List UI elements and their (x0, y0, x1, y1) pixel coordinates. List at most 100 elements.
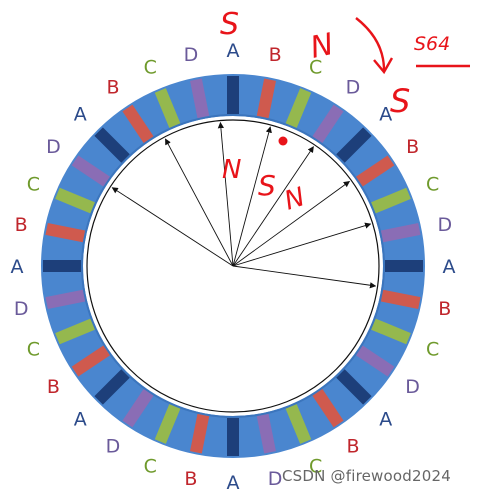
stator-slot (190, 413, 210, 454)
slot-bar-b (122, 104, 154, 143)
slot-bar-a (385, 260, 423, 272)
slot-label-c: C (426, 173, 439, 195)
slot-label-b: B (346, 436, 359, 458)
slot-label-a: A (227, 472, 240, 494)
slot-bar-c (285, 88, 312, 128)
slot-bar-d (71, 155, 110, 187)
stator-slot (371, 187, 411, 214)
slot-label-c: C (309, 456, 322, 478)
rotor-arrows (86, 119, 380, 413)
rotor-arrow (232, 222, 372, 267)
slot-label-a: A (227, 40, 240, 62)
slot-label-b: B (106, 76, 119, 98)
slot-bar-c (154, 404, 181, 444)
stator-slot (122, 389, 154, 428)
annotation-top-right: S64 (414, 33, 450, 55)
slot-bar-d (45, 289, 86, 309)
slot-bar-d (356, 345, 395, 377)
stator-slot (227, 418, 239, 456)
stator-slot (45, 223, 86, 243)
slot-bar-b (380, 289, 421, 309)
rotor-arrow (111, 187, 234, 267)
stator-slot (380, 289, 421, 309)
stator-slot (385, 260, 423, 272)
slot-label-d: D (46, 136, 61, 158)
slot-label-a: A (74, 103, 87, 125)
slot-bar-c (285, 404, 312, 444)
slot-label-d: D (184, 44, 199, 66)
slot-bar-a (227, 418, 239, 456)
stator-slot (190, 78, 210, 119)
stator-slot (285, 88, 312, 128)
slot-label-b: B (438, 298, 451, 320)
slot-label-a: A (11, 256, 24, 278)
slot-bar-a (94, 127, 130, 163)
stator-slot (336, 127, 372, 163)
slot-bar-d (380, 223, 421, 243)
slot-label-c: C (27, 173, 40, 195)
slot-label-b: B (15, 214, 28, 236)
slot-bar-c (55, 187, 95, 214)
stator-slot (94, 369, 130, 405)
rotor-arrow (217, 121, 234, 267)
stator-slot (71, 345, 110, 377)
slot-bar-b (190, 413, 210, 454)
slot-label-c: C (27, 339, 40, 361)
stator-slot (312, 389, 344, 428)
slot-label-c: C (144, 56, 157, 78)
slot-bar-a (336, 127, 372, 163)
stator-ring-inner-edge (81, 114, 385, 418)
stator-slots (43, 76, 423, 456)
stator-slot (122, 104, 154, 143)
stator-slot (71, 155, 110, 187)
handwritten-annotations: S N S S64 N S N (220, 7, 470, 217)
stator-slot (256, 78, 276, 119)
slot-label-c: C (426, 339, 439, 361)
stator-slot (371, 318, 411, 345)
slot-label-d: D (106, 436, 121, 458)
slot-bar-c (154, 88, 181, 128)
slot-label-a: A (379, 409, 392, 431)
slot-bar-c (371, 187, 411, 214)
annotation-top-s: S (220, 7, 239, 42)
slot-bar-d (312, 104, 344, 143)
rotor-arrow (232, 126, 272, 267)
slot-label-d: D (405, 376, 420, 398)
slot-label-d: D (437, 214, 452, 236)
slot-label-a: A (74, 409, 87, 431)
slot-label-a: A (443, 256, 456, 278)
rotor-arrow (165, 138, 234, 267)
stator-slot (94, 127, 130, 163)
slot-bar-b (256, 78, 276, 119)
stator-slot (336, 369, 372, 405)
stator-slot (312, 104, 344, 143)
rotor-arrow (232, 181, 351, 267)
annotation-curve-arrow (355, 17, 386, 71)
stator-slot (380, 223, 421, 243)
slot-label-d: D (268, 468, 283, 490)
annotation-top-s2: S (390, 82, 410, 120)
watermark: CSDN @firewood2024 (282, 467, 451, 485)
slot-bar-b (45, 223, 86, 243)
stator-slot (154, 88, 181, 128)
slot-bar-b (312, 389, 344, 428)
slot-label-c: C (309, 56, 322, 78)
slot-bar-a (43, 260, 81, 272)
slot-bar-c (371, 318, 411, 345)
stator-slot (356, 345, 395, 377)
slot-bar-a (227, 76, 239, 114)
slot-label-a: A (379, 103, 392, 125)
annotation-inner-n: N (222, 155, 241, 185)
slot-label-b: B (269, 44, 282, 66)
annotation-dot (278, 136, 288, 146)
slot-bar-a (94, 369, 130, 405)
rotor-arrow (232, 265, 377, 289)
slot-bar-b (71, 345, 110, 377)
slot-label-b: B (47, 376, 60, 398)
stator-slot (285, 404, 312, 444)
slot-bar-b (356, 155, 395, 187)
stator-slot (55, 187, 95, 214)
slot-bar-d (190, 78, 210, 119)
slot-bar-c (55, 318, 95, 345)
